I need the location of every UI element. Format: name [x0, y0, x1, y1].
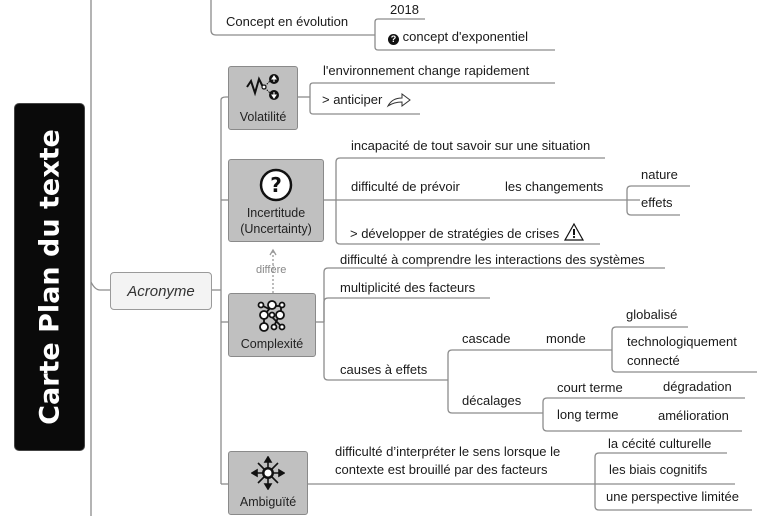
topic-nature[interactable]: nature: [641, 167, 678, 182]
svg-text:?: ?: [270, 173, 282, 197]
warning-icon: [563, 222, 584, 241]
topic-incertitude[interactable]: ? Incertitude (Uncertainty): [228, 159, 324, 242]
relation-differe[interactable]: diffère: [256, 264, 287, 276]
arrow-right-icon: [386, 93, 411, 108]
topic-perspective-limitee[interactable]: une perspective limitée: [606, 489, 739, 504]
topic-difficulte-interpreter-line2[interactable]: contexte est brouillé par des facteurs: [335, 462, 548, 477]
topic-2018[interactable]: 2018: [390, 2, 419, 17]
topic-concept-en-evolution[interactable]: Concept en évolution: [226, 14, 349, 29]
volatility-icon: [246, 74, 279, 100]
topic-anticiper[interactable]: > anticiper: [322, 92, 412, 108]
topic-developper-strategies[interactable]: > développer de stratégies de crises: [350, 222, 585, 242]
network-icon: [257, 300, 286, 332]
topic-label: > développer de stratégies de crises: [350, 226, 560, 241]
topic-decalages[interactable]: décalages: [462, 393, 522, 408]
topic-label: concept d'exponentiel: [402, 29, 528, 44]
topic-label: Volatilité: [239, 110, 287, 124]
topic-difficulte-prevoir[interactable]: difficulté de prévoir: [351, 179, 460, 194]
topic-globalise[interactable]: globalisé: [626, 307, 678, 322]
question-circle-icon: ?: [388, 34, 399, 45]
question-circle-icon: ?: [259, 168, 293, 202]
topic-acronyme[interactable]: Acronyme: [110, 272, 212, 310]
topic-amelioration[interactable]: amélioration: [658, 408, 729, 423]
topic-ambiguite[interactable]: Ambiguïté: [228, 451, 308, 515]
topic-multiplicite[interactable]: multiplicité des facteurs: [340, 280, 476, 295]
topic-label: Acronyme: [127, 282, 195, 300]
topic-concept-exponentiel[interactable]: ? concept d'exponentiel: [388, 29, 528, 45]
topic-cascade[interactable]: cascade: [462, 331, 511, 346]
topic-court-terme[interactable]: court terme: [557, 380, 623, 395]
topic-label: > anticiper: [322, 92, 383, 107]
topic-label: Ambiguïté: [239, 495, 297, 509]
root-topic[interactable]: Carte Plan du texte: [14, 103, 85, 451]
topic-long-terme[interactable]: long terme: [557, 407, 619, 422]
topic-causes-effets[interactable]: causes à effets: [340, 362, 428, 377]
topic-difficulte-comprendre[interactable]: difficulté à comprendre les interactions…: [340, 252, 645, 267]
topic-difficulte-interpreter-line1[interactable]: difficulté d’interpréter le sens lorsque…: [335, 444, 561, 459]
topic-label-line2: (Uncertainty): [240, 222, 312, 236]
topic-connecte[interactable]: connecté: [627, 353, 680, 368]
topic-environnement[interactable]: l'environnement change rapidement: [323, 63, 530, 78]
compass-star-icon: [251, 456, 285, 490]
topic-complexite[interactable]: Complexité: [228, 293, 316, 357]
topic-monde[interactable]: monde: [546, 331, 586, 346]
topic-technologiquement[interactable]: technologiquement: [627, 334, 737, 349]
root-title: Carte Plan du texte: [34, 129, 65, 425]
topic-effets[interactable]: effets: [641, 195, 673, 210]
topic-label: Complexité: [240, 337, 304, 351]
topic-label-line1: Incertitude: [246, 206, 306, 220]
topic-biais-cognitifs[interactable]: les biais cognitifs: [609, 462, 708, 477]
topic-les-changements[interactable]: les changements: [505, 179, 604, 194]
topic-degradation[interactable]: dégradation: [663, 379, 732, 394]
topic-cecite-culturelle[interactable]: la cécité culturelle: [608, 436, 712, 451]
topic-volatilite[interactable]: Volatilité: [228, 66, 298, 130]
topic-incapacite[interactable]: incapacité de tout savoir sur une situat…: [351, 138, 591, 153]
